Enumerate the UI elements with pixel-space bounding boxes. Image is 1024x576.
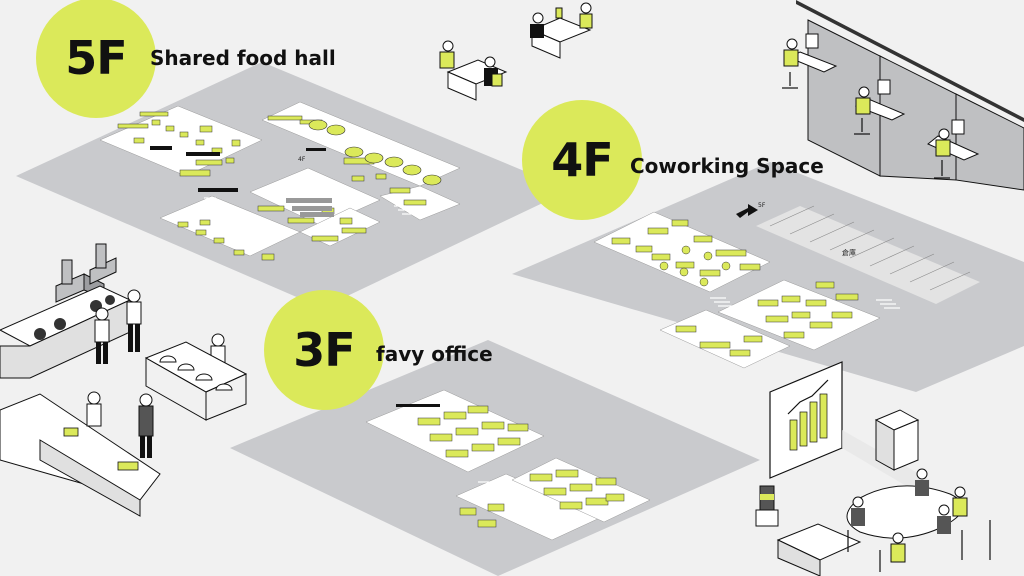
floor-3f-name: favy office	[376, 342, 493, 366]
office-worker-icon	[782, 0, 1024, 191]
printer-icon	[874, 409, 920, 471]
floor-4f-storage-label: 倉庫	[842, 249, 856, 257]
floor-5f-number: 5F	[65, 31, 127, 85]
floor-4f-badge: 4F	[522, 100, 642, 220]
water-cooler-icon	[755, 485, 779, 527]
dining-couple-icon	[439, 2, 593, 101]
meeting-group-icon	[846, 468, 991, 572]
floor-4f-name: Coworking Space	[630, 154, 824, 178]
floor-5f-plan	[99, 101, 461, 261]
floor-4f-plan	[593, 204, 980, 369]
floor-3f-plate	[230, 340, 760, 576]
floor-3f-number: 3F	[293, 323, 355, 377]
floor-5f-name: Shared food hall	[150, 46, 336, 70]
floor-3f-plan	[365, 389, 651, 541]
floor-4f-plate	[512, 162, 1024, 392]
meeting-area-illustration	[755, 361, 991, 576]
floor-5f-plate	[16, 62, 570, 308]
kitchen-illustration	[0, 243, 248, 517]
floor-5f-badge: 5F	[36, 0, 156, 118]
chef-icon	[86, 289, 226, 458]
floor-3f-badge: 3F	[264, 290, 384, 410]
office-cubicles-illustration	[782, 0, 1024, 191]
floor-4f-stair-label: 5F	[758, 202, 766, 209]
floor-5f-stair-label: 4F	[298, 156, 306, 163]
floor-4f-number: 4F	[551, 133, 613, 187]
